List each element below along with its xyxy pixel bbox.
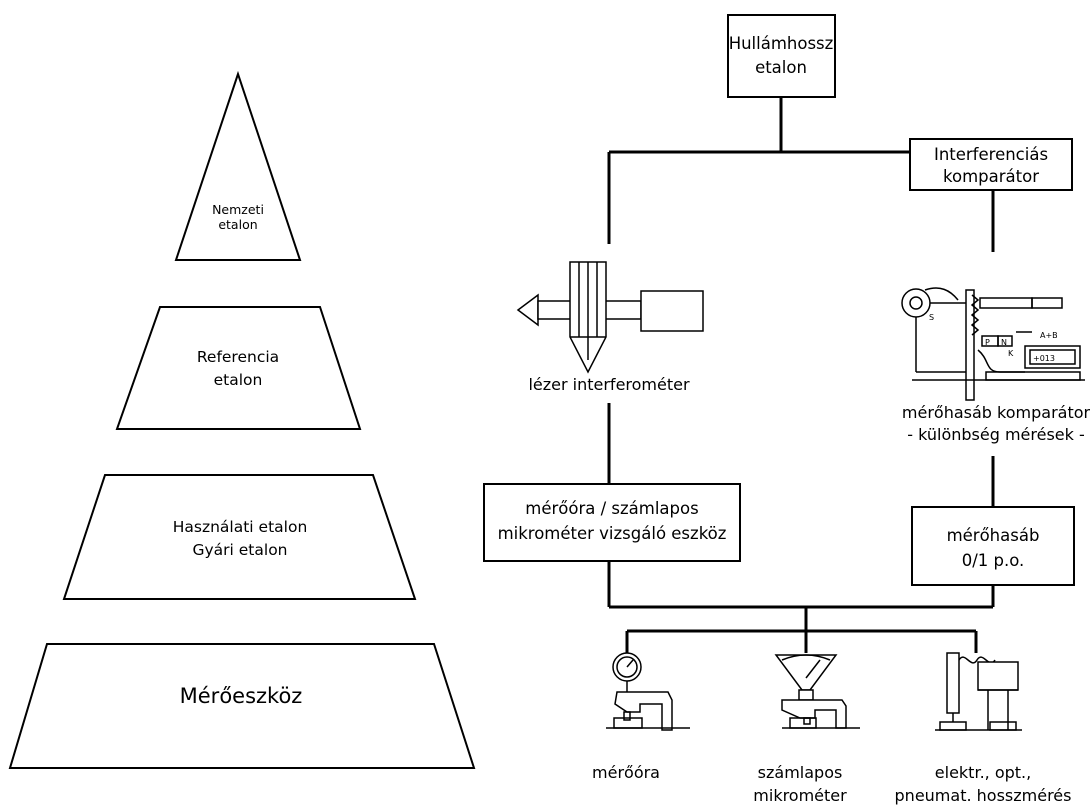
micrometer-label-1: számlapos bbox=[758, 763, 843, 782]
laser-interferometer-icon bbox=[516, 261, 704, 374]
box-gauge-block: mérőhasáb 0/1 p.o. bbox=[911, 506, 1075, 586]
pyramid-level-national-label-2: etalon bbox=[218, 217, 257, 232]
micrometer-label-2: mikrométer bbox=[753, 786, 847, 805]
pyramid-level-reference-label-2: etalon bbox=[214, 371, 263, 389]
electronic-measurement-icon bbox=[935, 652, 1022, 731]
box-wavelength-label-2: etalon bbox=[755, 58, 807, 77]
comparator-sketch-p-label: P bbox=[985, 338, 990, 347]
box-interference-label-1: Interferenciás bbox=[934, 145, 1048, 164]
pyramid-level-working-label-2: Gyári etalon bbox=[192, 541, 287, 559]
dial-gauge-label: mérőóra bbox=[592, 763, 660, 782]
gauge-block-comparator-sketch-icon: S A+B P N K +013 bbox=[901, 287, 1085, 401]
comparator-sketch-ab-label: A+B bbox=[1040, 331, 1058, 340]
box-gauge-block-label-2: 0/1 p.o. bbox=[962, 551, 1025, 570]
box-dial-tester-label-1: mérőóra / számlapos bbox=[525, 499, 698, 518]
pyramid-level-reference bbox=[115, 306, 362, 430]
box-gauge-block-label-1: mérőhasáb bbox=[947, 526, 1040, 545]
comparator-label-1: mérőhasáb komparátor bbox=[902, 403, 1090, 422]
comparator-sketch-s-label: S bbox=[929, 313, 934, 322]
pyramid-level-instrument-label: Mérőeszköz bbox=[180, 684, 303, 708]
comparator-sketch-k-label: K bbox=[1008, 349, 1014, 358]
comparator-sketch-readout: +013 bbox=[1033, 354, 1055, 363]
dial-gauge-icon bbox=[606, 652, 690, 731]
box-wavelength-standard: Hullámhossz etalon bbox=[727, 14, 836, 98]
pyramid-level-national-label-1: Nemzeti bbox=[212, 202, 264, 217]
comparator-label-2: - különbség mérések - bbox=[907, 425, 1085, 444]
box-wavelength-label-1: Hullámhossz bbox=[729, 34, 834, 53]
pyramid: Nemzeti etalon Referencia etalon Használ… bbox=[8, 70, 476, 769]
box-dial-tester-label-2: mikrométer vizsgáló eszköz bbox=[498, 524, 727, 543]
comparator-sketch-n-label: N bbox=[1001, 338, 1007, 347]
box-dial-tester: mérőóra / számlapos mikrométer vizsgáló … bbox=[483, 483, 741, 562]
pyramid-level-working-label-1: Használati etalon bbox=[173, 518, 308, 536]
pyramid-level-working bbox=[62, 474, 417, 600]
pyramid-level-reference-label-1: Referencia bbox=[197, 348, 279, 366]
dial-micrometer-icon bbox=[774, 654, 860, 729]
electronic-label-2: pneumat. hosszmérés bbox=[895, 786, 1072, 805]
connector-lines bbox=[607, 97, 995, 653]
pyramid-level-instrument bbox=[8, 643, 476, 769]
pyramid-level-national bbox=[174, 70, 302, 261]
electronic-label-1: elektr., opt., bbox=[935, 763, 1031, 782]
laser-interferometer-label: lézer interferométer bbox=[528, 375, 690, 394]
box-interference-comparator: Interferenciás komparátor bbox=[909, 138, 1073, 191]
box-interference-label-2: komparátor bbox=[943, 167, 1039, 186]
